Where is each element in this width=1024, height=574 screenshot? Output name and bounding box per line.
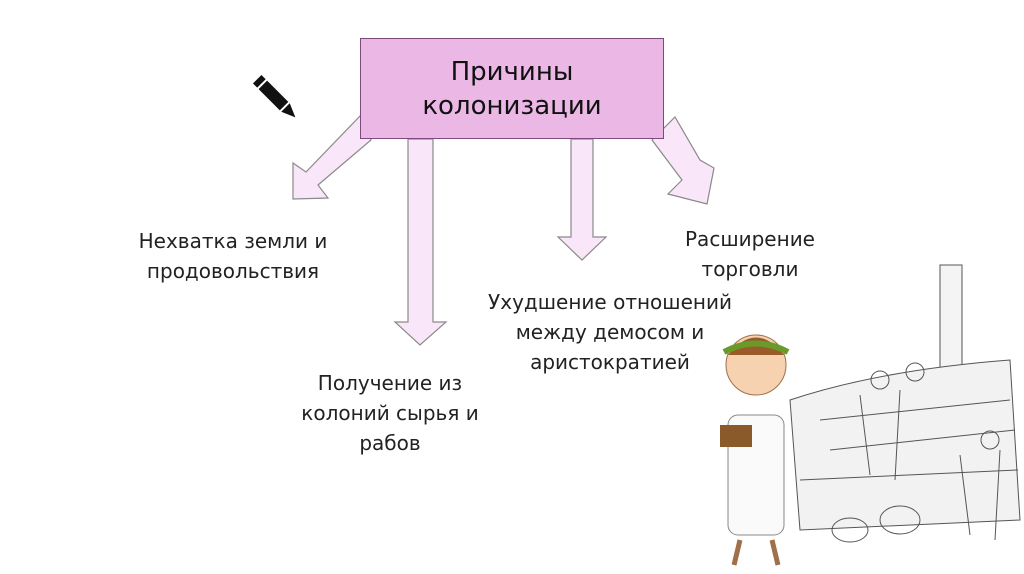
- cause-line: аристократией: [530, 350, 690, 374]
- cause-line: продовольствия: [146, 259, 320, 283]
- cause-raw-materials: Получение из колоний сырья и рабов: [280, 368, 500, 458]
- cause-line: Нехватка земли и: [138, 229, 328, 253]
- cause-trade: Расширение торговли: [675, 224, 825, 284]
- arrow-to-relations: [556, 138, 608, 261]
- title-line: колонизации: [422, 90, 602, 121]
- cause-line: между демосом и: [515, 320, 705, 344]
- pencil-icon: [252, 74, 296, 118]
- arrow-to-trade: [651, 116, 715, 205]
- central-topic-box: Причины колонизации: [360, 38, 664, 139]
- cause-line: колоний сырья и: [301, 401, 479, 425]
- arrow-to-land-shortage: [292, 114, 372, 200]
- ancient-greece-illustration: [789, 264, 1021, 543]
- title-line: Причины: [450, 56, 574, 87]
- cause-line: рабов: [359, 431, 421, 455]
- cause-line: Ухудшение отношений: [488, 290, 732, 314]
- cause-relations: Ухудшение отношений между демосом и арис…: [470, 287, 750, 377]
- cause-line: Получение из: [317, 371, 463, 395]
- greek-boy-character: [720, 334, 790, 566]
- arrow-to-raw-materials: [393, 138, 448, 346]
- cause-line: торговли: [701, 257, 799, 281]
- cause-land-shortage: Нехватка земли и продовольствия: [108, 226, 358, 286]
- cause-line: Расширение: [685, 227, 815, 251]
